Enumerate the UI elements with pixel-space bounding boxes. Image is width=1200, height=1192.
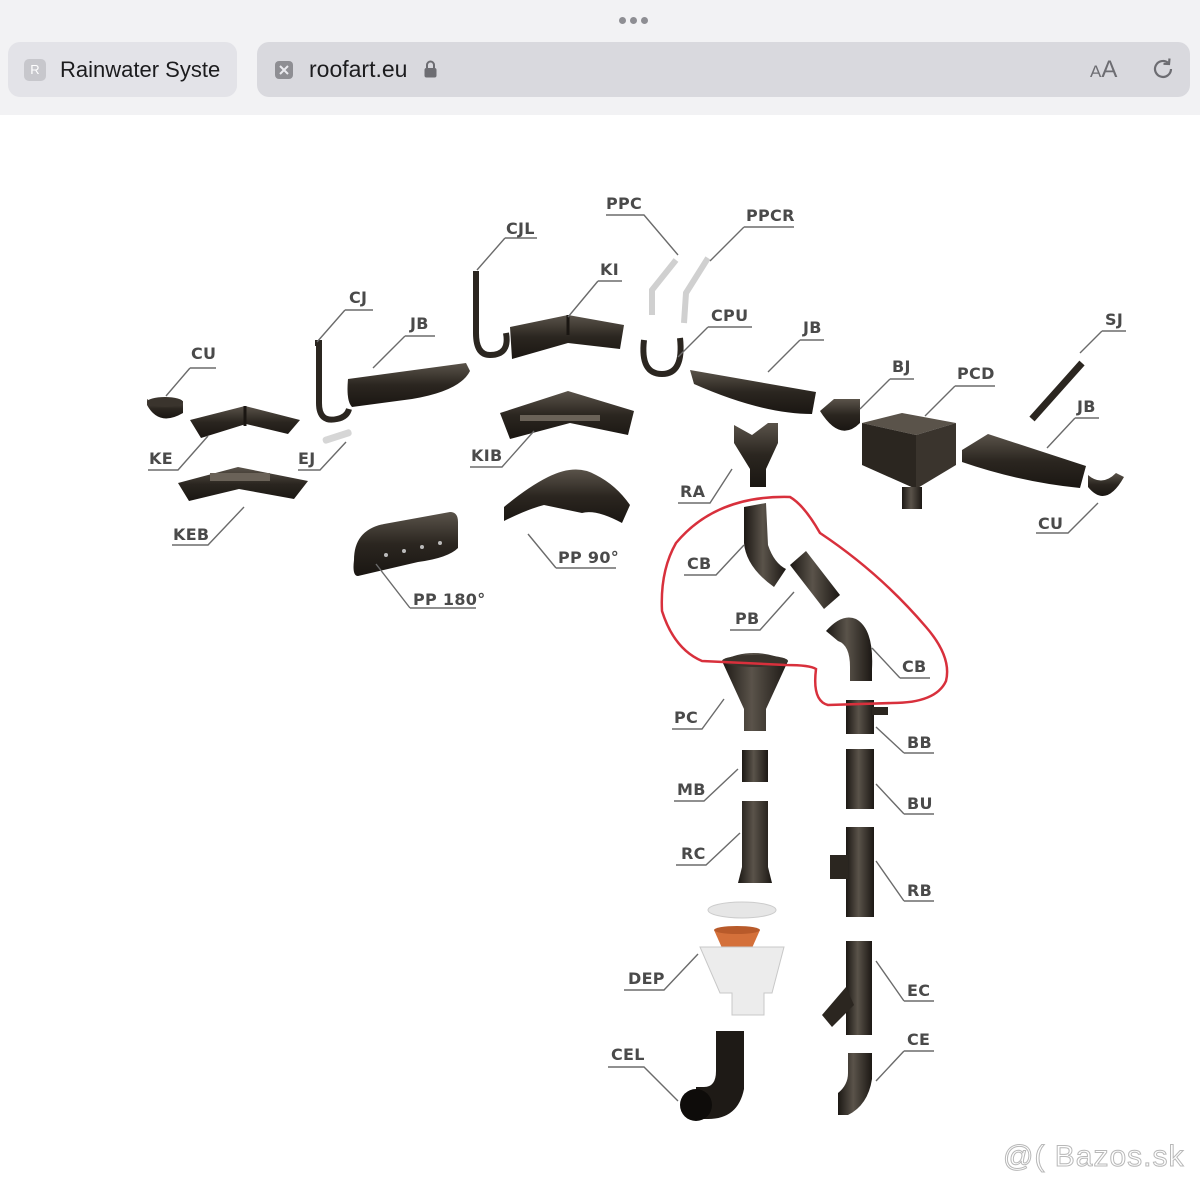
label-jb-2: JB xyxy=(802,318,822,337)
browser-tab[interactable]: R Rainwater Syste xyxy=(8,42,237,97)
label-jb-1: JB xyxy=(409,314,429,333)
text-size-button[interactable]: AA xyxy=(1090,56,1118,83)
label-ec: EC xyxy=(907,981,930,1000)
reload-icon[interactable] xyxy=(1150,56,1176,82)
part-jb-3 xyxy=(962,434,1086,488)
label-cu-left: CU xyxy=(191,344,216,363)
part-pcd xyxy=(862,413,956,509)
label-rc: RC xyxy=(681,844,706,863)
label-dep: DEP xyxy=(628,969,665,988)
label-pp180: PP 180° xyxy=(413,590,486,609)
label-cu-right: CU xyxy=(1038,514,1063,533)
part-ra xyxy=(734,423,778,487)
part-sj xyxy=(1029,360,1085,422)
label-rb: RB xyxy=(907,881,932,900)
label-ke: KE xyxy=(149,449,173,468)
label-bj: BJ xyxy=(892,357,911,376)
label-bb: BB xyxy=(907,733,932,752)
part-cu-right xyxy=(1088,473,1124,496)
highlight-outline xyxy=(660,495,949,707)
label-bu: BU xyxy=(907,794,933,813)
label-pb: PB xyxy=(735,609,760,628)
browser-toolbar: R Rainwater Syste roofart.eu AA xyxy=(0,0,1200,115)
part-pp180 xyxy=(353,512,458,576)
part-ce xyxy=(838,1053,872,1115)
label-ce: CE xyxy=(907,1030,930,1049)
label-pc: PC xyxy=(674,708,698,727)
part-kib xyxy=(500,391,634,439)
part-ke xyxy=(190,406,300,438)
label-keb: KEB xyxy=(173,525,209,544)
tab-favicon-icon: R xyxy=(24,59,46,81)
rainwater-system-diagram: CU KE KEB CJ EJ JB CJL KI KIB PPC PPCR C… xyxy=(147,194,1126,1121)
tab-title: Rainwater Syste xyxy=(60,57,221,82)
url-text: roofart.eu xyxy=(309,56,408,82)
label-ki: KI xyxy=(600,260,619,279)
watermark: @( Bazos.sk xyxy=(1003,1140,1185,1174)
part-cu-left xyxy=(147,397,183,419)
part-ppcr xyxy=(681,256,711,324)
leader-lines xyxy=(148,214,1126,1102)
label-pp90: PP 90° xyxy=(558,548,619,567)
lock-icon xyxy=(424,60,437,78)
close-tab-icon[interactable] xyxy=(275,61,293,79)
label-cjl: CJL xyxy=(506,219,535,238)
label-jb-3: JB xyxy=(1076,397,1096,416)
part-cpu xyxy=(640,337,684,378)
part-bu xyxy=(846,749,874,809)
tab-fade xyxy=(219,42,237,97)
label-cb-2: CB xyxy=(902,657,927,676)
part-ppc xyxy=(649,258,679,315)
label-ra: RA xyxy=(680,482,706,501)
part-jb-2 xyxy=(690,370,816,414)
part-bj xyxy=(820,399,860,431)
part-pp90 xyxy=(504,469,630,523)
part-ec xyxy=(822,941,872,1035)
label-ej: EJ xyxy=(298,449,315,468)
label-cel: CEL xyxy=(611,1045,645,1064)
part-cj xyxy=(315,340,352,423)
part-ej xyxy=(322,429,352,444)
part-cb-1 xyxy=(744,503,786,587)
part-keb xyxy=(178,467,308,501)
label-mb: MB xyxy=(677,780,706,799)
label-cpu: CPU xyxy=(711,306,748,325)
part-ki xyxy=(510,315,624,359)
label-sj: SJ xyxy=(1105,310,1123,329)
part-pb xyxy=(790,551,840,609)
label-pcd: PCD xyxy=(957,364,995,383)
label-cj: CJ xyxy=(349,288,367,307)
multitask-dots-icon[interactable] xyxy=(619,9,653,24)
part-dep xyxy=(699,901,785,1016)
part-rc xyxy=(738,801,772,883)
part-mb xyxy=(742,750,768,782)
part-bb xyxy=(846,700,888,734)
part-jb-1 xyxy=(347,363,470,407)
part-cjl xyxy=(473,271,510,359)
label-ppcr: PPCR xyxy=(746,206,795,225)
label-kib: KIB xyxy=(471,446,502,465)
part-cb-2 xyxy=(826,617,873,681)
label-ppc: PPC xyxy=(606,194,642,213)
part-cel xyxy=(680,1031,744,1121)
label-cb-1: CB xyxy=(687,554,712,573)
part-rb xyxy=(830,827,874,917)
address-bar[interactable]: roofart.eu AA xyxy=(257,42,1190,97)
